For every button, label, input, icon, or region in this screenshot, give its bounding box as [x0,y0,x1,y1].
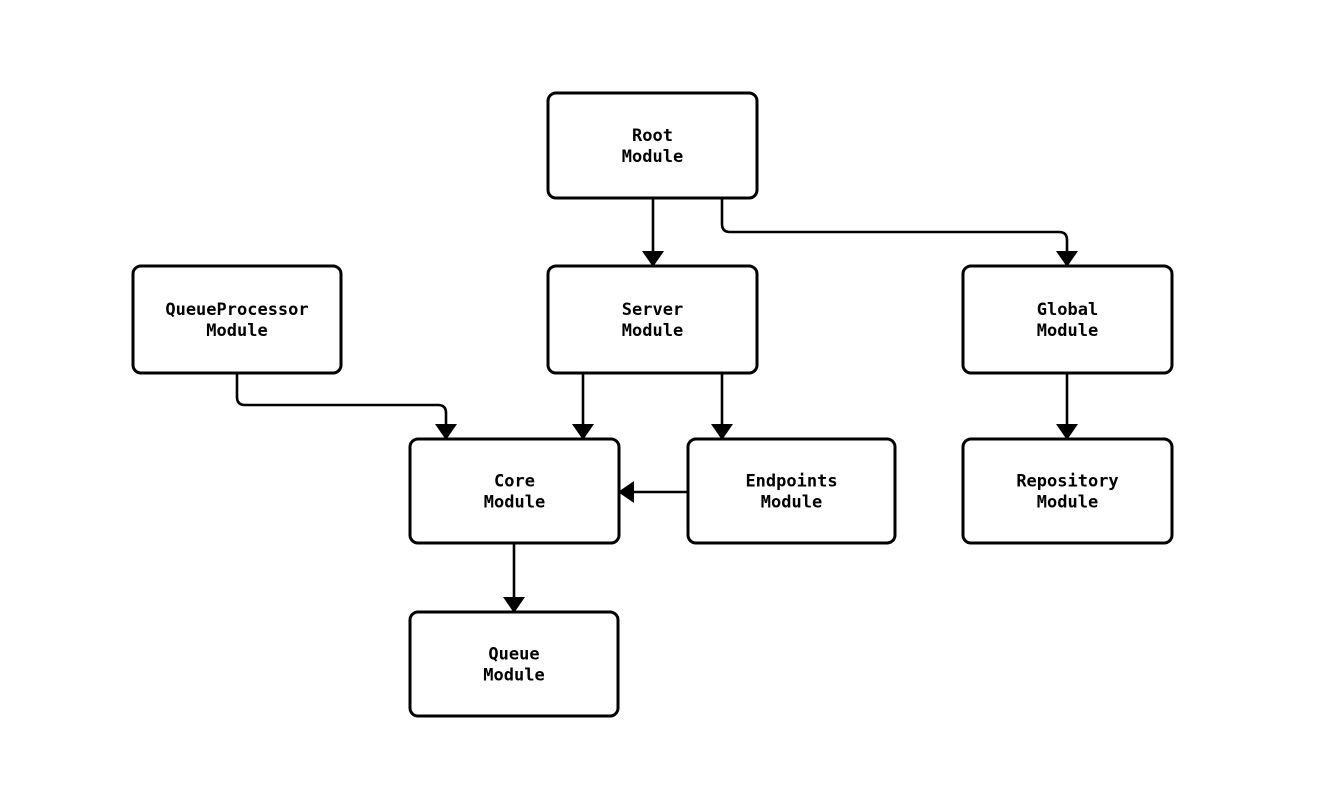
node-root-box [546,91,759,200]
node-global-box [961,264,1174,375]
node-server-label-line1: Server [622,300,683,320]
node-server-label-line2: Module [622,321,683,341]
node-queue-processor-label-line2: Module [206,321,267,341]
edge-queue-processor-to-core [235,373,457,440]
edge-root-to-global [720,198,1078,267]
node-global-label-line1: Global [1037,300,1098,320]
node-endpoints-box [686,437,897,545]
node-repository-box [961,437,1174,545]
node-endpoints-label-line2: Module [761,493,822,513]
node-root-label-line1: Root [632,126,673,146]
node-queue-box [408,610,620,718]
node-queue-processor-label-line1: QueueProcessor [165,300,308,320]
node-queue-label-line2: Module [483,666,544,686]
diagram-edges [235,198,1078,613]
node-core-label-line1: Core [494,472,535,492]
node-repository-label-line1: Repository [1016,472,1118,492]
node-global-label-line2: Module [1037,321,1098,341]
node-queue-label-line1: Queue [488,645,539,665]
node-repository-label-line2: Module [1037,493,1098,513]
node-root-label-line2: Module [622,147,683,167]
node-core-label-line2: Module [484,493,545,513]
node-queue-processor-box [131,264,343,375]
node-endpoints-label-line1: Endpoints [745,472,837,492]
diagram-nodes: RootModuleQueueProcessorModuleServerModu… [131,91,1174,718]
node-server-box [546,264,759,375]
node-core-box [408,437,621,545]
